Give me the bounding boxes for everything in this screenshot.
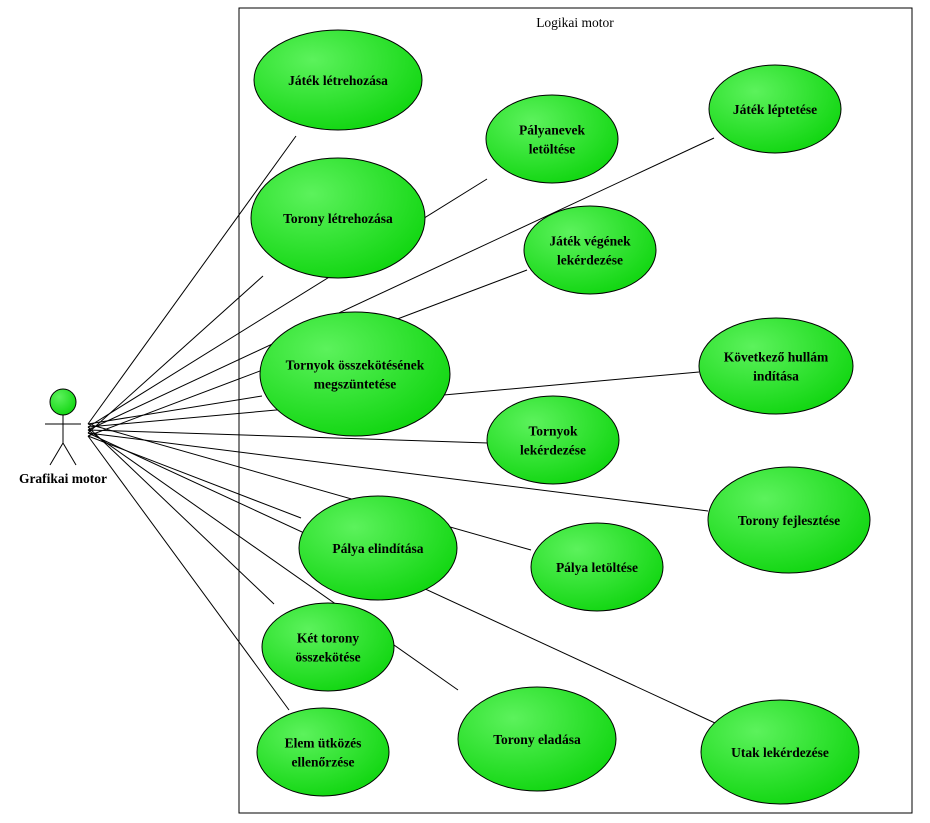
use-case-label: összekötése [295, 650, 360, 665]
use-case-label: Torony létrehozása [283, 211, 393, 226]
use-case-label: Elem ütközés [285, 736, 362, 751]
association-ket-torony-osszekotese [87, 426, 275, 605]
use-case-label: Torony eladása [493, 732, 581, 747]
use-case-label: Torony fejlesztése [738, 513, 840, 528]
system-boundary [238, 7, 913, 814]
actor-left-leg [49, 442, 64, 466]
use-case-ellipse [261, 602, 395, 692]
use-case-kovetkezo-hullam-inditasa[interactable]: Következő hullám indítása [698, 317, 854, 415]
use-case-jatek-leptetese[interactable]: Játék léptetése [708, 64, 842, 154]
use-case-label: ellenőrzése [292, 755, 355, 770]
use-case-torony-letrehozasa[interactable]: Torony létrehozása [250, 157, 426, 279]
actor[interactable]: Grafikai motor [19, 388, 107, 486]
use-case-label: lekérdezése [557, 253, 623, 268]
use-case-label: Következő hullám [724, 350, 829, 365]
use-case-utak-lekerdezese[interactable]: Utak lekérdezése [700, 699, 860, 805]
use-case-label: Pályanevek [519, 123, 585, 138]
use-case-label: Utak lekérdezése [731, 745, 829, 760]
use-case-ellipse [457, 686, 617, 792]
use-case-jatek-vegenek-lekerdezese[interactable]: Játék végének lekérdezése [523, 205, 657, 295]
association-tornyok-osszekotesenek-megszuntetese [87, 395, 263, 425]
use-case-label: Tornyok összekötésének [286, 358, 425, 373]
use-case-label: Tornyok [528, 424, 578, 439]
use-case-label: indítása [753, 369, 799, 384]
association-jatek-leptetese [87, 137, 715, 431]
association-torony-eladasa [87, 429, 459, 691]
use-case-ellipse [298, 495, 458, 601]
use-case-ket-torony-osszekotese[interactable]: Két torony összekötése [261, 602, 395, 692]
use-case-ellipse [698, 317, 854, 415]
use-case-torony-eladasa[interactable]: Torony eladása [457, 686, 617, 792]
actor-head [49, 388, 77, 416]
use-case-ellipse [259, 311, 451, 437]
use-case-ellipse [250, 157, 426, 279]
use-case-jatek-letrehozasa[interactable]: Játék létrehozása [253, 29, 423, 131]
use-case-label: Két torony [297, 631, 360, 646]
use-case-palyanevek-letoltese[interactable]: Pályanevek letöltése [485, 94, 619, 184]
use-case-ellipse [530, 522, 664, 612]
actor-label: Grafikai motor [19, 471, 107, 486]
use-case-label: Pálya elindítása [332, 541, 423, 556]
use-case-ellipse [707, 466, 871, 574]
actor-right-leg [62, 442, 77, 466]
use-cases: Játék létrehozásaPályanevekletöltéseJáté… [250, 29, 871, 805]
association-palya-letoltese [87, 423, 532, 551]
use-case-palya-letoltese[interactable]: Pálya letöltése [530, 522, 664, 612]
use-case-torony-fejlesztese[interactable]: Torony fejlesztése [707, 466, 871, 574]
association-torony-letrehozasa [87, 275, 264, 434]
use-case-label: lekérdezése [520, 443, 586, 458]
use-case-ellipse [700, 699, 860, 805]
use-case-ellipse [253, 29, 423, 131]
use-case-ellipse [523, 205, 657, 295]
use-case-label: Játék végének [549, 234, 631, 249]
use-case-palya-elinditasa[interactable]: Pálya elindítása [298, 495, 458, 601]
use-case-label: megszüntetése [314, 377, 396, 392]
use-case-tornyok-osszekotesenek-megszuntetese[interactable]: Tornyok összekötésének megszüntetése [259, 311, 451, 437]
use-case-ellipse [486, 395, 620, 485]
association-torony-fejlesztese [87, 432, 709, 512]
use-case-label: Pálya letöltése [556, 560, 638, 575]
association-jatek-letrehozasa [87, 135, 297, 425]
use-case-tornyok-lekerdezese[interactable]: Tornyok lekérdezése [486, 395, 620, 485]
association-elem-utkozes-ellenorzese [87, 435, 290, 711]
use-case-ellipse [708, 64, 842, 154]
system-label: Logikai motor [536, 15, 614, 30]
use-case-elem-utkozes-ellenorzese[interactable]: Elem ütközés ellenőrzése [256, 707, 390, 797]
use-case-ellipse [256, 707, 390, 797]
use-case-label: Játék létrehozása [288, 73, 388, 88]
use-case-label: Játék léptetése [733, 102, 817, 117]
use-case-ellipse [485, 94, 619, 184]
association-lines [87, 135, 716, 724]
association-tornyok-lekerdezese [87, 429, 489, 444]
use-case-label: letöltése [529, 142, 575, 157]
